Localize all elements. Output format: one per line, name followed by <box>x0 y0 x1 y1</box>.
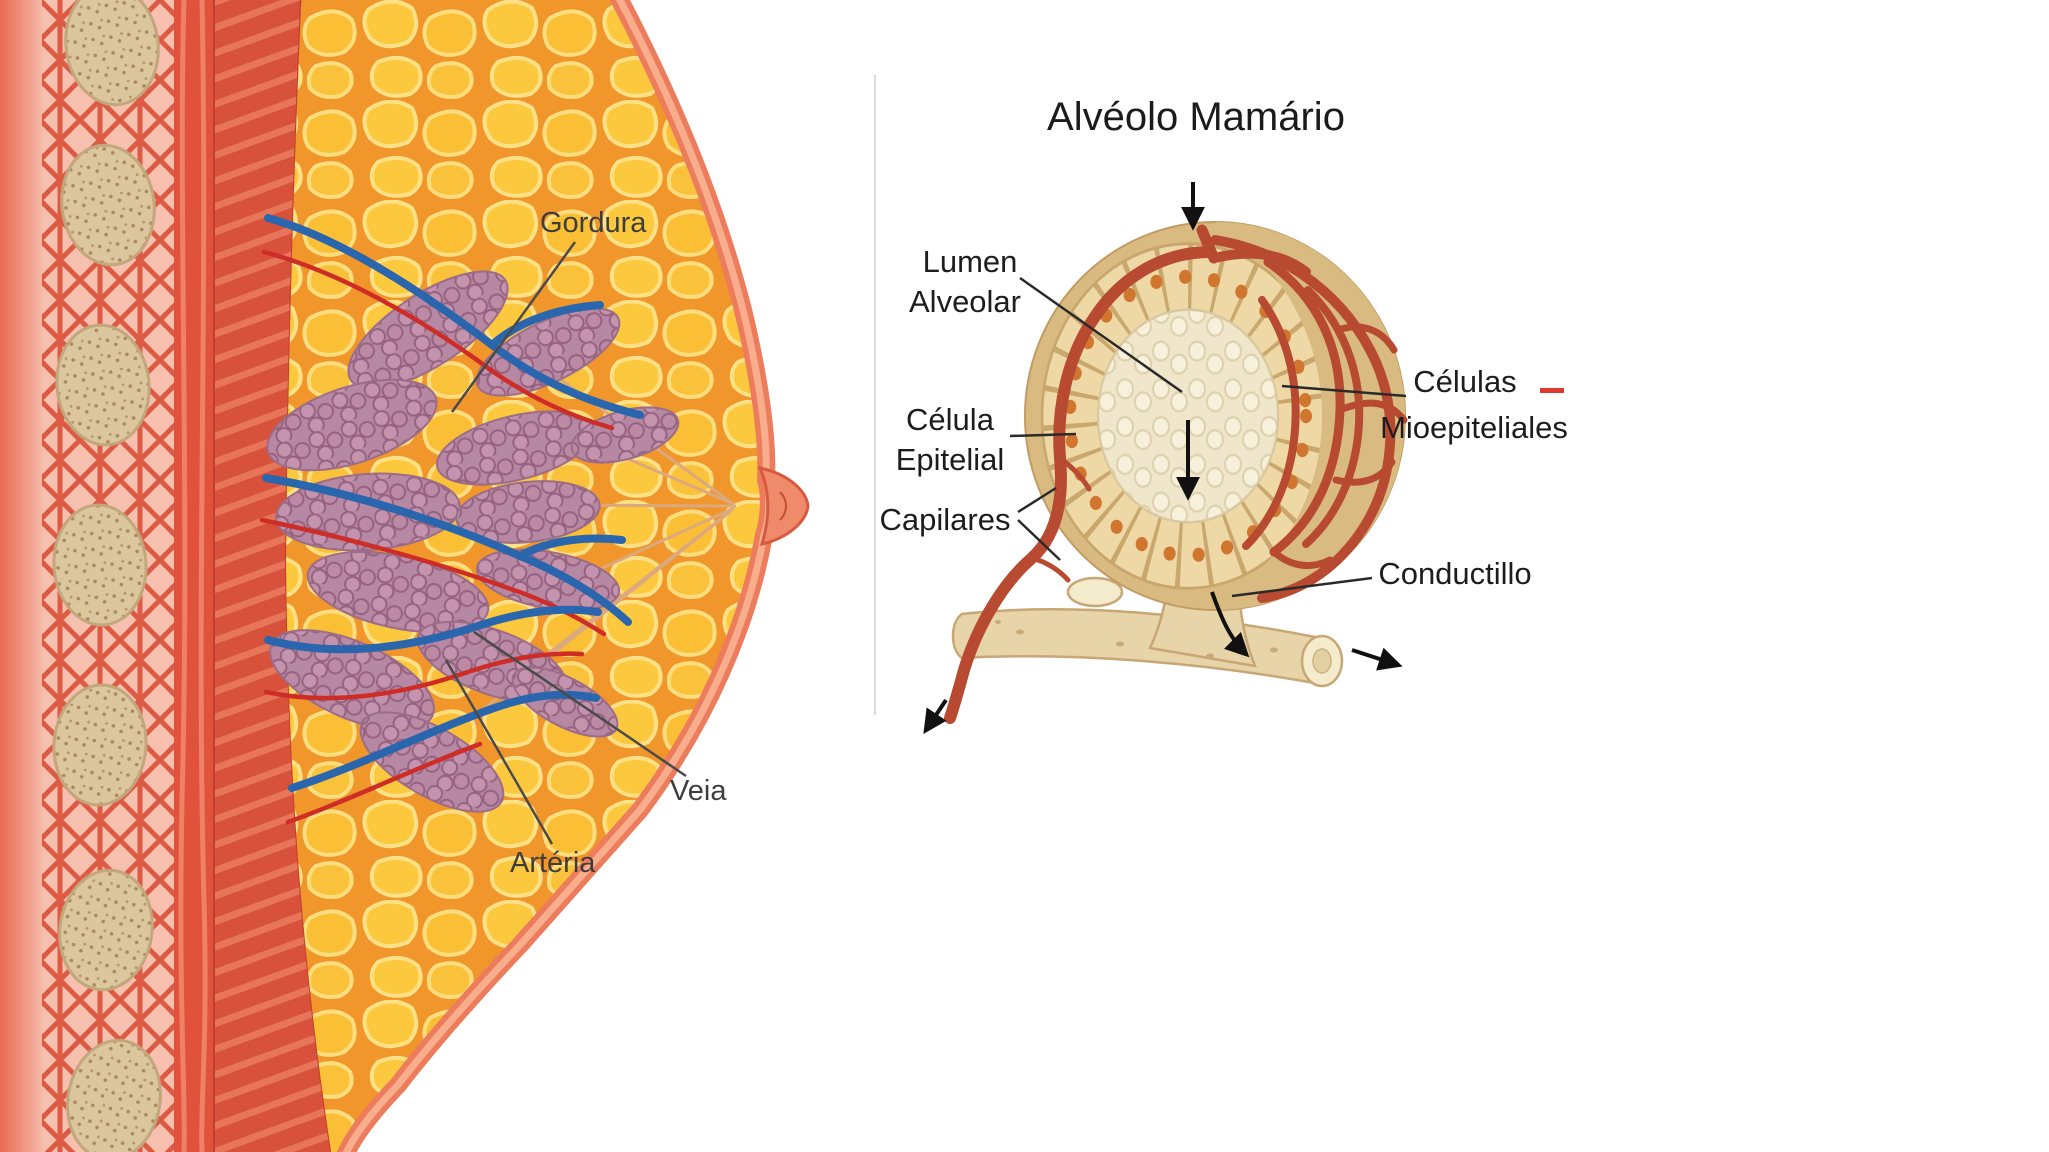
mioepiteliales-label-line1: Células <box>1413 364 1516 399</box>
mioepiteliales-leader-line <box>1281 384 1407 398</box>
capillary-left-branch <box>944 246 1216 724</box>
capilares-leader-line-2 <box>1017 519 1061 561</box>
ribs <box>52 0 162 1152</box>
duct-horizontal <box>951 608 1331 686</box>
gordura-label: Gordura <box>540 207 647 239</box>
gordura-leader-line <box>450 241 577 413</box>
veia-label: Veia <box>670 775 727 807</box>
duct-flow-arrow <box>1210 591 1250 658</box>
capilares-leader-line-1 <box>1017 486 1057 514</box>
celula-label-line2: Epitelial <box>896 442 1005 477</box>
conductillo-leader-line <box>1231 576 1373 598</box>
celula-label-line1: Célula <box>906 402 995 437</box>
figure-title: Alvéolo Mamário <box>1047 95 1345 139</box>
nipple <box>757 465 810 547</box>
celula-leader-line <box>1009 432 1077 438</box>
breast-cross-section-figure: Gordura Veia Artéria <box>0 0 810 1152</box>
conductillo-label: Conductillo <box>1378 556 1531 591</box>
chest-wall-gradient <box>0 0 44 1152</box>
duct-branch-opening <box>1066 576 1124 608</box>
red-dash-mark <box>1540 388 1564 393</box>
alveolus-cut-face <box>1040 242 1336 590</box>
veia-leader-line <box>473 630 687 778</box>
alveolus-intact-surface <box>1215 222 1405 610</box>
alveolar-lumen <box>1097 308 1279 524</box>
arteria-leader-line <box>444 659 554 845</box>
duct-outflow-arrow <box>1351 647 1403 671</box>
arteria-label: Artéria <box>510 847 596 879</box>
veins <box>262 214 644 792</box>
glandular-lobes <box>266 270 680 813</box>
lumen-leader-line <box>1019 276 1183 394</box>
capillary-outflow-arrow <box>923 698 948 734</box>
epithelial-nuclei <box>1064 269 1312 563</box>
lumen-label-line1: Lumen <box>923 244 1018 279</box>
mioepiteliales-label-line2: Mioepiteliales <box>1380 410 1568 445</box>
mammary-alveolus-figure: Alvéolo Mamário <box>874 75 1568 734</box>
capilares-label: Capilares <box>880 502 1011 537</box>
capillary-network <box>944 224 1408 724</box>
duct-cut-face-inner <box>1312 648 1332 674</box>
lumen-label-line2: Alveolar <box>909 284 1021 319</box>
duct-texture-specks <box>995 620 1278 659</box>
skin-outline <box>336 0 778 1152</box>
